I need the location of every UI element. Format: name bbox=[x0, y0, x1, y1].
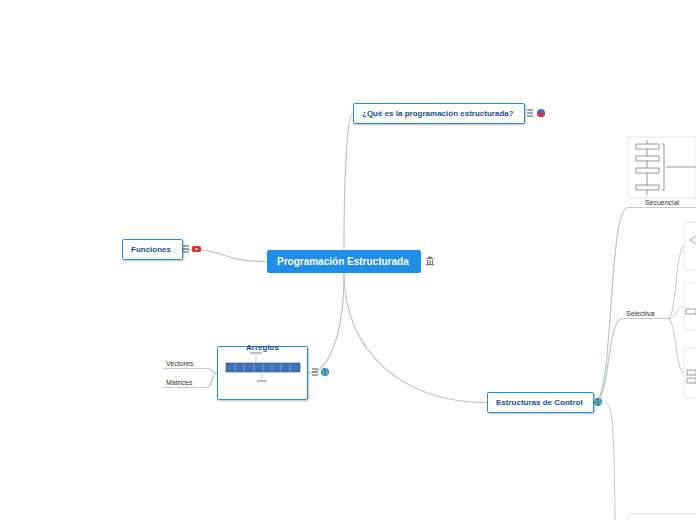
subtopic: Vectores bbox=[163, 360, 207, 369]
topic-box: Funciones bbox=[122, 239, 183, 260]
topic-box: Arreglos bbox=[217, 346, 308, 400]
branch-connector bbox=[594, 208, 628, 403]
branch-lines bbox=[604, 246, 684, 520]
link-icons bbox=[192, 109, 602, 406]
node-label: ¿Qué es la programación estructurada? bbox=[362, 109, 514, 118]
node-label: Secuencial bbox=[645, 199, 679, 206]
branch-connector bbox=[207, 369, 217, 374]
topic-box: ¿Qué es la programación estructurada? bbox=[353, 103, 525, 124]
subtopic: Selectiva bbox=[623, 310, 668, 319]
branch-connector bbox=[344, 273, 487, 403]
node-label: Programación Estructurada bbox=[277, 256, 409, 267]
branch-connector bbox=[207, 373, 217, 388]
node-label: Funciones bbox=[131, 245, 171, 254]
node-label: Vectores bbox=[166, 360, 193, 367]
node-label: Selectiva bbox=[626, 310, 654, 317]
central-topic: Programación Estructurada bbox=[267, 250, 421, 273]
sequence-thumbnail bbox=[628, 137, 696, 198]
subtopic: Secuencial bbox=[628, 199, 696, 208]
selective-thumbnails bbox=[628, 222, 696, 520]
node-label: Estructuras de Control bbox=[496, 398, 583, 407]
topic-box: Estructuras de Control bbox=[487, 392, 594, 413]
branch-connector bbox=[308, 273, 344, 373]
branch-connector bbox=[594, 319, 623, 403]
node-label: Matrices bbox=[166, 379, 192, 386]
branch-connector bbox=[344, 114, 353, 251]
node-label: Arreglos bbox=[246, 343, 279, 352]
subtopic: Matrices bbox=[163, 379, 207, 388]
notes-icons bbox=[183, 110, 533, 375]
branch-connector bbox=[183, 250, 267, 262]
